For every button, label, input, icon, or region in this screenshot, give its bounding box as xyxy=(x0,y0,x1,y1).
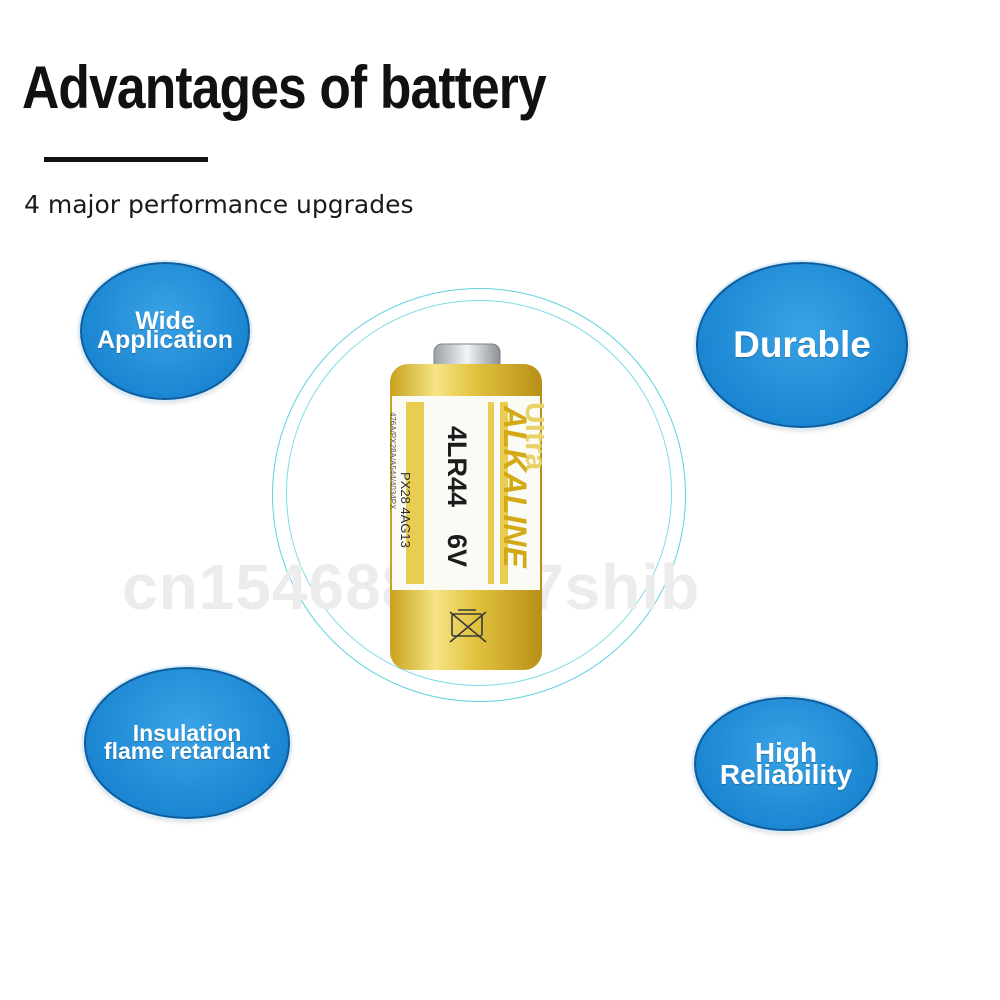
high-reliability-badge: High Reliability xyxy=(694,697,878,831)
battery-brand: Ultra xyxy=(519,402,544,471)
badge-label: Application xyxy=(96,326,234,354)
outer-ring xyxy=(272,288,686,702)
battery-chemistry: ALKALINE xyxy=(497,405,533,569)
inner-ring xyxy=(286,300,672,686)
durable-badge: Durable xyxy=(696,262,908,428)
wide-application-badge: Wide Application xyxy=(80,262,250,400)
crossed-out-bin-icon xyxy=(449,609,487,643)
page-title: Advantages of battery xyxy=(22,54,547,121)
insulation-badge: Insulation flame retardant xyxy=(84,667,290,819)
battery-image: Ultra ALKALINE 4LR44 6V PX28 4AG13 476A/… xyxy=(388,342,544,672)
badge-label: Wide xyxy=(135,306,195,335)
battery-small-codes: 476A/PX28A/A544/4034PX xyxy=(388,412,397,510)
battery-voltage: 6V xyxy=(442,534,472,567)
battery-model: 4LR44 xyxy=(442,426,472,507)
page-subtitle: 4 major performance upgrades xyxy=(24,190,414,219)
badge-label: Durable xyxy=(733,323,871,365)
badge-label: Reliability xyxy=(719,759,853,790)
title-underline xyxy=(44,157,208,162)
battery-codes: PX28 4AG13 xyxy=(398,472,413,548)
badge-label: flame retardant xyxy=(103,738,271,764)
badge-label: Insulation xyxy=(132,720,242,747)
badge-label: High xyxy=(754,737,818,769)
